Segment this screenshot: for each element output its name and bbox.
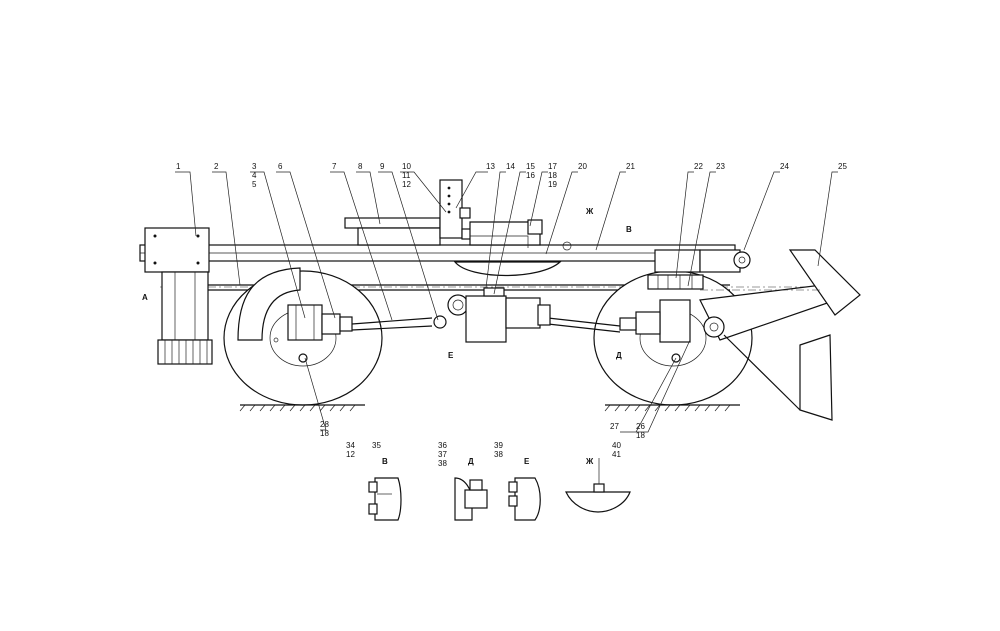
svg-text:34: 34 (346, 441, 355, 450)
callout-39: 39 38 (494, 441, 503, 459)
svg-text:12: 12 (402, 180, 411, 189)
detail-title-b: В (382, 457, 388, 466)
detail-title-e: Е (524, 457, 530, 466)
svg-text:12: 12 (346, 450, 355, 459)
svg-text:18: 18 (636, 431, 645, 440)
callout-21: 21 (626, 162, 635, 171)
leader-lines (175, 171, 838, 433)
detail-title-d: Д (468, 457, 474, 466)
svg-text:4: 4 (252, 171, 257, 180)
view-marker-b: В (626, 225, 632, 234)
callout-28: 28 18 (320, 420, 329, 438)
svg-text:18: 18 (320, 429, 329, 438)
callout-9: 9 (380, 162, 385, 171)
callout-2: 2 (214, 162, 219, 171)
callout-24: 24 (780, 162, 789, 171)
svg-text:37: 37 (438, 450, 447, 459)
callout-22: 22 (694, 162, 703, 171)
view-marker-a: А (142, 293, 148, 302)
tank-and-top-parts (344, 179, 572, 276)
callout-10: 10 11 12 (402, 162, 411, 189)
callout-23: 23 (716, 162, 725, 171)
callout-27: 27 (610, 422, 619, 431)
callout-26: 26 18 (636, 422, 645, 440)
callout-7: 7 (332, 162, 337, 171)
callout-6: 6 (278, 162, 283, 171)
view-marker-zh: Ж (585, 207, 594, 216)
front-hitch-block (144, 227, 213, 365)
svg-text:40: 40 (612, 441, 621, 450)
svg-text:3: 3 (252, 162, 257, 171)
callout-34: 34 12 (346, 441, 355, 459)
callout-labels: 1 2 3 4 5 6 7 8 9 10 11 12 13 14 15 16 1… (176, 162, 847, 468)
svg-text:38: 38 (438, 459, 447, 468)
svg-text:26: 26 (636, 422, 645, 431)
callout-35: 35 (372, 441, 381, 450)
detail-title-zh: Ж (585, 457, 594, 466)
svg-text:28: 28 (320, 420, 329, 429)
callout-15: 15 16 (526, 162, 535, 180)
drive-shaft (351, 287, 621, 343)
callout-20: 20 (578, 162, 587, 171)
svg-text:41: 41 (612, 450, 621, 459)
svg-text:18: 18 (548, 171, 557, 180)
view-marker-d: Д (616, 351, 622, 360)
svg-text:38: 38 (494, 450, 503, 459)
detail-view-e (508, 477, 541, 521)
svg-text:10: 10 (402, 162, 411, 171)
detail-view-zh (565, 458, 631, 513)
callout-3: 3 4 5 (252, 162, 257, 189)
svg-text:11: 11 (402, 171, 411, 180)
svg-text:36: 36 (438, 441, 447, 450)
detail-view-d (454, 477, 488, 521)
view-marker-e: Е (448, 351, 454, 360)
callout-13: 13 (486, 162, 495, 171)
callout-36: 36 37 38 (438, 441, 447, 468)
svg-text:16: 16 (526, 171, 535, 180)
rear-attachment (699, 249, 861, 421)
detail-view-titles: В Д Е Ж (382, 457, 594, 466)
callout-1: 1 (176, 162, 181, 171)
callout-40: 40 41 (612, 441, 621, 459)
detail-view-b (368, 477, 402, 521)
callout-14: 14 (506, 162, 515, 171)
svg-text:19: 19 (548, 180, 557, 189)
callout-8: 8 (358, 162, 363, 171)
svg-text:5: 5 (252, 180, 257, 189)
view-markers: А В Д Е Ж (142, 207, 632, 360)
front-wheel (223, 267, 383, 412)
svg-text:39: 39 (494, 441, 503, 450)
callout-25: 25 (838, 162, 847, 171)
svg-text:17: 17 (548, 162, 557, 171)
svg-text:15: 15 (526, 162, 535, 171)
callout-17: 17 18 19 (548, 162, 557, 189)
